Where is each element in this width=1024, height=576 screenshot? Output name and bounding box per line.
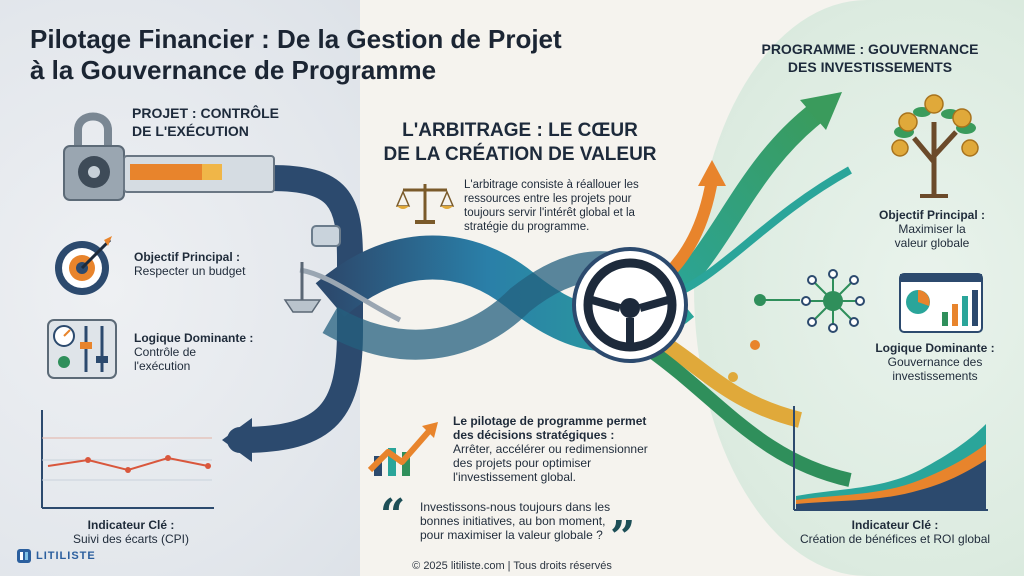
- arbitrage-line-3: toujours servir l'intérêt global et la: [464, 207, 635, 219]
- quote-line-3: pour maximiser la valeur globale ?: [420, 528, 603, 542]
- open-quote-icon: “: [380, 490, 406, 541]
- balance-scale-icon: [395, 184, 455, 224]
- roi-area-chart: [793, 406, 988, 511]
- node-dot-3: [728, 372, 738, 382]
- quote-line-1: Investissons-nous toujours dans les: [420, 500, 611, 514]
- center-heading-line-1: L'ARBITRAGE : LE CŒUR: [402, 120, 638, 141]
- left-arrow-head: [222, 418, 252, 462]
- dashboard-icon: [899, 273, 983, 333]
- brand-logo: LITILISTE: [16, 548, 96, 564]
- logo-text: LITILISTE: [36, 550, 96, 562]
- guiding-question: Investissons-nous toujours dans les bonn…: [420, 500, 620, 542]
- left-objective-value: Respecter un budget: [134, 264, 246, 278]
- branch-green-big-head: [800, 92, 842, 130]
- left-indicator: Indicateur Clé : Suivi des écarts (CPI): [36, 518, 226, 546]
- left-heading-line-2: DE L'EXÉCUTION: [132, 123, 249, 139]
- trending-up-icon: [368, 422, 438, 476]
- cpi-line-chart: [41, 410, 214, 509]
- left-objective-label: Objectif Principal :: [134, 250, 241, 264]
- right-heading-line-1: PROGRAMME : GOUVERNANCE: [761, 41, 979, 57]
- right-logic-label: Logique Dominante :: [875, 341, 995, 355]
- steering-wheel-icon: [572, 247, 688, 363]
- right-logic-value-2: investissements: [892, 369, 978, 383]
- money-tree-icon: [891, 94, 979, 198]
- control-panel-icon: [47, 319, 117, 379]
- node-dot-2: [750, 340, 760, 350]
- decisions-line-2: des projets pour optimiser: [453, 456, 592, 470]
- title-line-1: Pilotage Financier : De la Gestion de Pr…: [30, 24, 562, 54]
- right-indicator-value: Création de bénéfices et ROI global: [799, 532, 991, 546]
- left-indicator-value: Suivi des écarts (CPI): [72, 532, 190, 546]
- right-logic: Logique Dominante : Gouvernance des inve…: [860, 341, 1010, 383]
- scale-arm: [299, 267, 402, 323]
- right-indicator-label: Indicateur Clé :: [851, 518, 939, 532]
- target-icon: [55, 236, 112, 295]
- right-objective-value-2: valeur globale: [894, 236, 970, 250]
- quote-line-2: bonnes initiatives, au bon moment,: [420, 514, 606, 528]
- node-dot-1: [754, 294, 766, 306]
- decisions-line-3: l'investissement global.: [453, 470, 577, 484]
- left-section-heading: PROJET : CONTRÔLE DE L'EXÉCUTION: [132, 104, 302, 140]
- right-heading-line-2: DES INVESTISSEMENTS: [787, 59, 953, 75]
- left-heading-line-1: PROJET : CONTRÔLE: [132, 105, 280, 121]
- right-section-heading: PROGRAMME : GOUVERNANCE DES INVESTISSEME…: [740, 40, 1000, 76]
- right-objective: Objectif Principal : Maximiser la valeur…: [862, 208, 1002, 250]
- right-logic-value-1: Gouvernance des: [887, 355, 983, 369]
- right-objective-value-1: Maximiser la: [898, 222, 966, 236]
- pipe-ring: [311, 225, 341, 247]
- center-section-heading: L'ARBITRAGE : LE CŒUR DE LA CRÉATION DE …: [360, 119, 680, 167]
- left-logic-value-1: Contrôle de: [134, 345, 197, 359]
- decisions-bold-line-2: des décisions stratégiques :: [453, 428, 615, 442]
- hanging-scale-icon: [283, 262, 322, 313]
- left-logic-value-2: l'exécution: [134, 359, 191, 373]
- decisions-bold-line-1: Le pilotage de programme permet: [453, 414, 647, 428]
- left-indicator-label: Indicateur Clé :: [87, 518, 175, 532]
- network-icon: [801, 269, 865, 333]
- program-decisions: Le pilotage de programme permet des déci…: [453, 414, 683, 484]
- right-indicator: Indicateur Clé : Création de bénéfices e…: [790, 518, 1000, 546]
- lock-progress-icon: [63, 112, 275, 201]
- arbitrage-definition: L'arbitrage consiste à réallouer les res…: [464, 178, 674, 234]
- title-line-2: à la Gouvernance de Programme: [30, 55, 437, 85]
- arbitrage-line-1: L'arbitrage consiste à réallouer les: [464, 179, 639, 191]
- close-quote-icon: ”: [610, 512, 636, 563]
- logo-icon: [17, 549, 31, 563]
- left-logic: Logique Dominante : Contrôle de l'exécut…: [134, 331, 294, 373]
- center-heading-line-2: DE LA CRÉATION DE VALEUR: [383, 144, 657, 165]
- left-logic-label: Logique Dominante :: [134, 331, 254, 345]
- left-objective: Objectif Principal : Respecter un budget: [134, 250, 294, 278]
- right-objective-label: Objectif Principal :: [878, 208, 986, 222]
- branch-green-low: [645, 344, 852, 487]
- branch-orange-head: [698, 160, 726, 186]
- page-title: Pilotage Financier : De la Gestion de Pr…: [30, 24, 630, 86]
- arbitrage-line-4: stratégie du programme.: [464, 221, 590, 233]
- arbitrage-line-2: ressources entre les projets pour: [464, 193, 632, 205]
- decisions-line-1: Arrêter, accélérer ou redimensionner: [453, 442, 648, 456]
- footer-copyright: © 2025 litiliste.com | Tous droits réser…: [412, 560, 612, 572]
